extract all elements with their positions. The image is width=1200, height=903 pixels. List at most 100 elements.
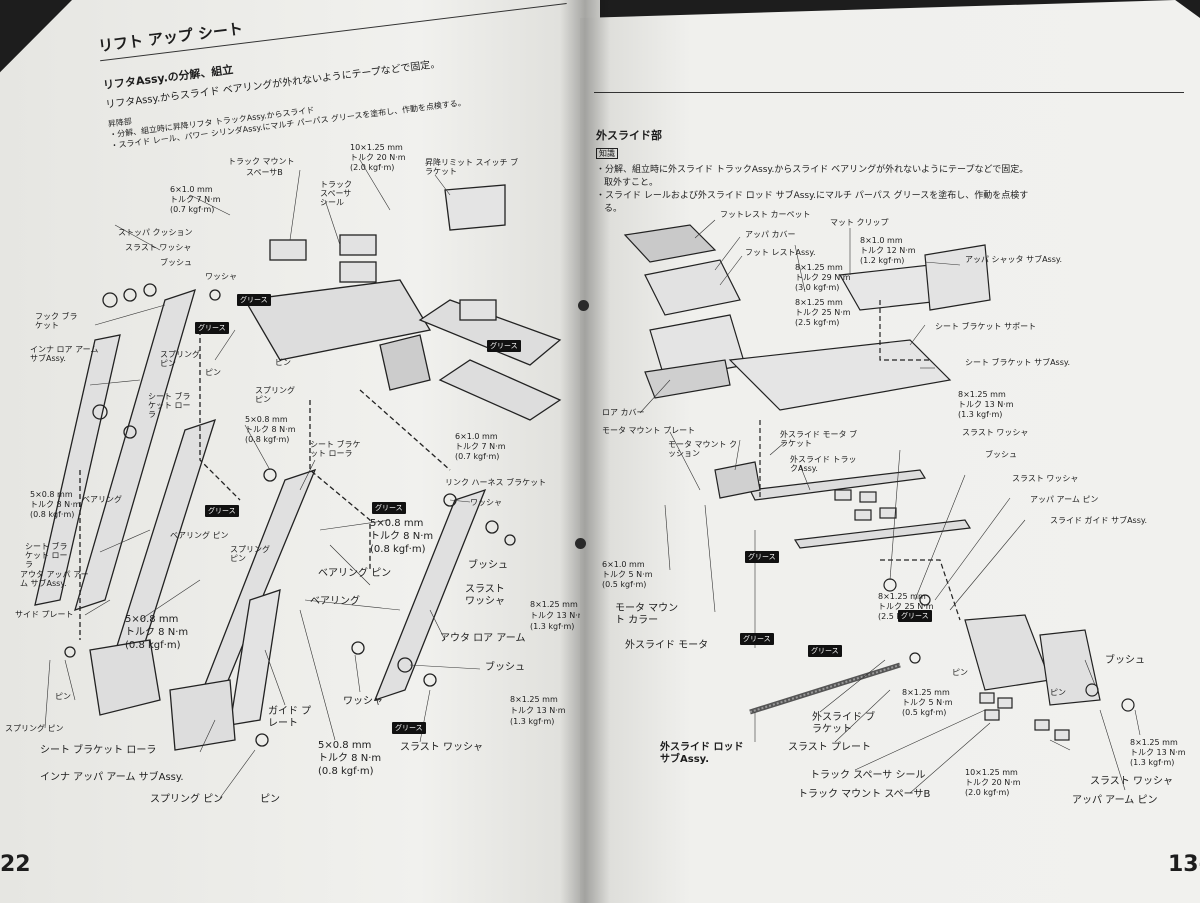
grease-tag: グリース (487, 340, 521, 352)
label-torque-8-size: 8×1.25 mm (530, 600, 578, 609)
label-spring-pin: スプリング ピン (160, 350, 200, 369)
grease-tag: グリース (898, 610, 932, 622)
grease-tag: グリース (392, 722, 426, 734)
label-motor-mount-cushion: モータ マウント クッション (668, 440, 738, 459)
label-seat-bracket-roller-4: シート ブラケット ローラ (40, 745, 157, 756)
grease-tag: グリース (237, 294, 271, 306)
grease-tag: グリース (372, 502, 406, 514)
label-torque-6b-size: 6×1.0 mm (455, 432, 498, 441)
label-t-8-12-value: トルク 12 N·m (860, 246, 916, 255)
label-torque-5b-size: 5×0.8 mm (30, 490, 73, 499)
label-outer-upper-arm: アウタ アッパ アーム サブAssy. (20, 570, 89, 589)
label-bearing-2: ベアリング (310, 596, 360, 607)
label-thrust-washer-3: スラスト ワッシャ (400, 742, 483, 753)
label-inner-upper-arm: インナ アッパ アーム サブAssy. (40, 772, 184, 783)
label-t-6-5-kgf: (0.5 kgf·m) (602, 580, 647, 589)
label-t-10-20-kgf: (2.0 kgf·m) (965, 788, 1010, 797)
label-thrust-washer: スラスト ワッシャ (962, 428, 1029, 437)
label-torque-8b-kgf: (1.3 kgf·m) (510, 717, 555, 726)
label-washer-3: ワッシャ (343, 696, 383, 707)
label-t-10-20-value: トルク 20 N·m (965, 778, 1021, 787)
label-t-10-20-size: 10×1.25 mm (965, 768, 1018, 777)
label-outer-slide-bracket: 外スライド ブラケット (812, 712, 876, 735)
label-t-8-12-size: 8×1.0 mm (860, 236, 903, 245)
label-spring-pin-4: スプリング ピン (5, 724, 64, 733)
label-bearing-pin-2: ベアリング ピン (318, 568, 392, 579)
label-outer-slide-motor: 外スライド モータ (625, 640, 709, 651)
label-pin-3: ピン (55, 692, 71, 701)
label-t-6-5-value: トルク 5 N·m (602, 570, 653, 579)
label-footrest-carpet: フットレスト カーペット (720, 210, 811, 219)
label-track-mount: トラック マウント (228, 157, 295, 166)
label-washer-2: ワッシャ (470, 498, 502, 507)
note-line: ・分解、組立時に外スライド トラックAssy.からスライド ベアリングが外れない… (596, 165, 1029, 175)
label-pin-4: ピン (260, 794, 280, 805)
label-torque-6-value: トルク 7 N·m (170, 195, 221, 204)
label-outer-slide-motor-bracket: 外スライド モータ ブラケット (780, 430, 858, 449)
label-torque-5d-value: トルク 8 N·m (125, 627, 189, 638)
label-pin-2: ピン (1050, 688, 1066, 697)
left-page: リフト アップ シート リフタAssy.の分解、組立 リフタAssy.からスライ… (0, 0, 600, 903)
grease-tag: グリース (740, 633, 774, 645)
label-bearing-pin: ベアリング ピン (170, 531, 229, 540)
label-torque-5d-kgf: (0.8 kgf·m) (125, 640, 181, 651)
label-hook-bracket: フック ブラケット (35, 312, 78, 331)
grease-tag: グリース (195, 322, 229, 334)
label-bush: ブッシュ (985, 450, 1017, 459)
label-thrust-washer-2: スラスト ワッシャ (465, 584, 505, 607)
label-pin: ピン (205, 368, 221, 377)
label-torque-10-value: トルク 20 N·m (350, 153, 406, 162)
label-t-8-29-value: トルク 29 N·m (795, 273, 851, 282)
label-t-8-13b-value: トルク 13 N·m (1130, 748, 1186, 757)
note-line: 取外すこと。 (604, 178, 659, 188)
label-track-spacer: トラック スペーサ シール (320, 180, 352, 208)
label-side-plate: サイド プレート (15, 610, 74, 619)
label-thrust-washer: スラスト ワッシャ (125, 243, 192, 252)
label-t-8-25-value: トルク 25 N·m (795, 308, 851, 317)
label-torque-10-kgf: (2.0 kgf·m) (350, 163, 395, 172)
label-t-8-12-kgf: (1.2 kgf·m) (860, 256, 905, 265)
label-torque-6-size: 6×1.0 mm (170, 185, 213, 194)
label-t-8-13b-kgf: (1.3 kgf·m) (1130, 758, 1175, 767)
label-torque-5e-kgf: (0.8 kgf·m) (318, 766, 374, 777)
label-t-8-25-size: 8×1.25 mm (795, 298, 843, 307)
label-upper-arm-pin-2: アッパ アーム ピン (1072, 795, 1158, 806)
label-inner-lower-arm: インナ ロア アーム サブAssy. (30, 345, 99, 364)
label-thrust-washer-3: スラスト ワッシャ (1090, 776, 1173, 787)
label-spacer-b: スペーサB (246, 168, 283, 177)
label-torque-8-value: トルク 13 N·m (530, 611, 586, 620)
label-lower-cover: ロア カバー (602, 408, 645, 417)
page-number: 13- (1168, 852, 1200, 877)
label-outer-slide-track: 外スライド トラックAssy. (790, 455, 857, 474)
label-seat-bracket-roller-2: シート ブラケット ローラ (310, 440, 361, 459)
label-bush-3: ブッシュ (485, 662, 525, 673)
label-upper-shutter: アッパ シャッタ サブAssy. (965, 255, 1063, 264)
label-torque-6b-kgf: (0.7 kgf·m) (455, 452, 500, 461)
lifter-exploded-diagram (34, 159, 562, 799)
label-t-8-13-value: トルク 13 N·m (958, 400, 1014, 409)
label-t-8-25-kgf: (2.5 kgf·m) (795, 318, 840, 327)
title-rule (594, 92, 1184, 93)
section-heading: 外スライド部 (596, 129, 662, 142)
label-seat-bracket-roller-3: シート ブラケット ローラ (25, 542, 68, 570)
label-outer-slide-rod: 外スライド ロッド サブAssy. (660, 742, 744, 765)
label-pin: ピン (952, 668, 968, 677)
binder-hole (578, 300, 589, 311)
label-motor-mount-plate: モータ マウント プレート (602, 426, 696, 435)
grease-tag: グリース (205, 505, 239, 517)
label-track-spacer-seal: トラック スペーサ シール (810, 770, 926, 781)
label-torque-8b-size: 8×1.25 mm (510, 695, 558, 704)
label-torque-6-kgf: (0.7 kgf·m) (170, 205, 215, 214)
label-mat-clip: マット クリップ (830, 218, 889, 227)
label-torque-5-value: トルク 8 N·m (245, 425, 296, 434)
label-pin-2: ピン (275, 358, 291, 367)
label-upper-cover: アッパ カバー (745, 230, 796, 239)
label-t-8-29-kgf: (3.0 kgf·m) (795, 283, 840, 292)
grease-tag: グリース (745, 551, 779, 563)
label-t-8-5-value: トルク 5 N·m (902, 698, 953, 707)
label-thrust-washer-2: スラスト ワッシャ (1012, 474, 1079, 483)
label-torque-5-kgf: (0.8 kgf·m) (245, 435, 290, 444)
label-guide-plate: ガイド プレート (268, 706, 312, 729)
label-seat-bracket-support: シート ブラケット サポート (935, 322, 1037, 331)
label-t-8-13b-size: 8×1.25 mm (1130, 738, 1178, 747)
